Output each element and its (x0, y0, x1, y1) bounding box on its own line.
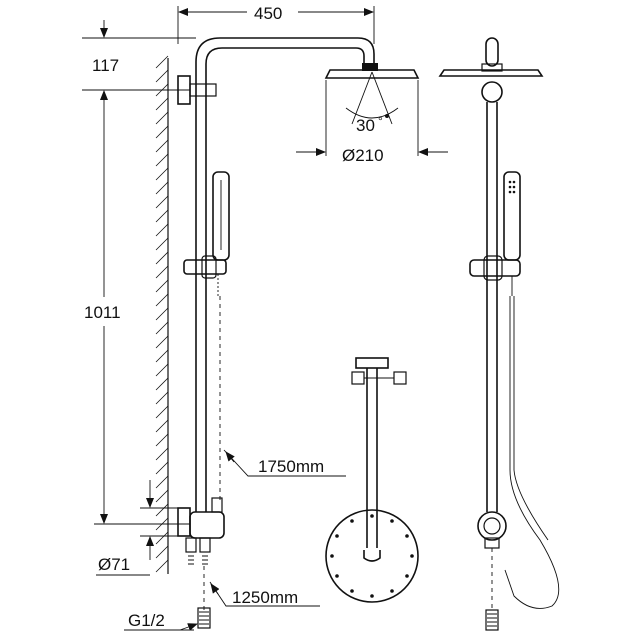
dim-1750-arrow (225, 451, 235, 463)
front-hose-curve (504, 296, 560, 609)
slider-knob-side (201, 255, 217, 279)
front-view (438, 37, 560, 631)
head-connector (362, 63, 378, 71)
inlet-nut-left (185, 537, 197, 553)
side-shower-head (324, 69, 420, 79)
top-view (325, 357, 419, 603)
top-view-arm-cap (355, 357, 389, 369)
dim-hose-long-text: 1750mm (258, 457, 324, 476)
dim-head-offset-text: 117 (92, 56, 119, 75)
top-view-connector (363, 550, 381, 562)
slider-holder-front (469, 259, 521, 277)
dim-angle-ray-left (351, 71, 373, 125)
front-head-stem (485, 37, 499, 67)
inlet-threads (188, 555, 208, 565)
inlet-fitting (197, 607, 211, 629)
dim-angle-text: 30 (356, 116, 375, 135)
dim-1250-arrow (210, 583, 220, 595)
hand-shower-front (503, 171, 521, 261)
dim-rail-height-text: 1011 (84, 303, 121, 322)
front-inlet-threads (487, 613, 497, 627)
overhead-arm-outer (195, 37, 375, 76)
dim-angle-dot (385, 114, 389, 118)
dim-hose-short-text: 1250mm (232, 588, 298, 607)
front-diverter-knob (483, 517, 501, 535)
top-view-nozzle-ring (330, 514, 414, 598)
dimension-lines (82, 6, 448, 631)
dim-outlet-diameter-text: Ø71 (98, 555, 130, 574)
front-head-connector (481, 63, 503, 72)
dim-angle-arc (345, 107, 399, 119)
front-hose-inner (513, 296, 549, 541)
overhead-arm-inner (205, 47, 365, 76)
dim-angle-unit-text: ° (378, 114, 383, 128)
bottom-wall-bracket (177, 507, 191, 537)
front-diverter (477, 511, 507, 541)
top-view-head-disc (325, 509, 419, 603)
diverter-outlet (211, 497, 223, 513)
dim-head-diameter-text: Ø210 (342, 146, 384, 165)
front-top-bracket (481, 81, 503, 103)
inlet-fitting-threads (199, 611, 209, 625)
dim-arm-width-text: 450 (254, 4, 282, 23)
top-bracket-clamp (189, 83, 217, 97)
hand-shower-front-nozzles (508, 180, 516, 194)
dim-thread-arrow (179, 623, 198, 631)
diverter-body (189, 511, 225, 539)
front-inlet-fitting (485, 609, 499, 631)
slider-knob-front (483, 255, 503, 281)
top-view-bracket-left (351, 371, 365, 385)
inlet-nut-right (199, 537, 211, 553)
dim-thread-text: G1/2 (128, 611, 165, 630)
top-view-bracket-right (393, 371, 407, 385)
front-shower-head (438, 69, 544, 77)
wall-hatching (155, 55, 169, 573)
slider-holder-side (183, 259, 227, 275)
